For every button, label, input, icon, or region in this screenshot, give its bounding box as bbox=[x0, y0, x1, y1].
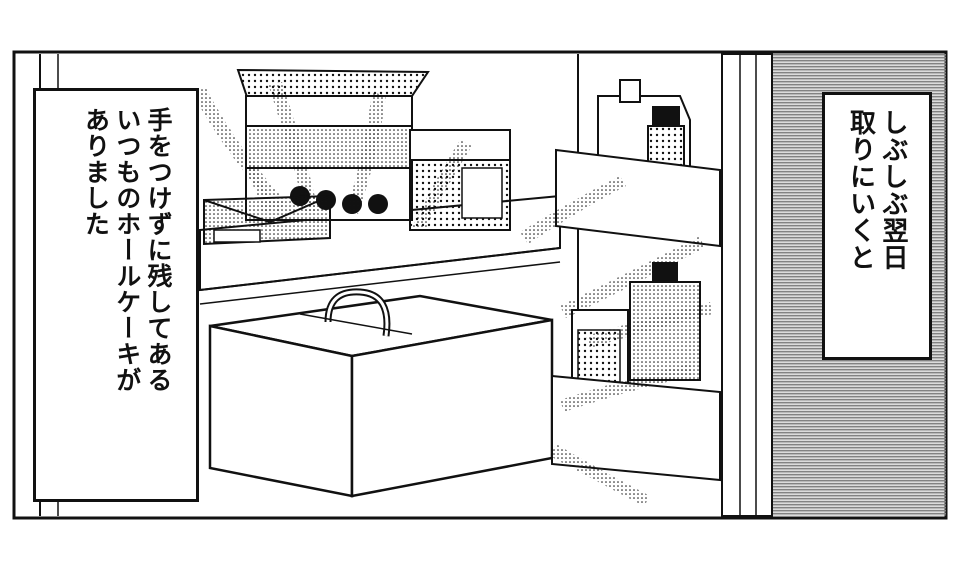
cold-air-effect bbox=[192, 82, 712, 506]
caption-left-line-3: ありました bbox=[81, 107, 111, 237]
caption-left: 手をつけずに残してある いつものホールケーキが ありました bbox=[33, 88, 199, 502]
door-pocket-upper bbox=[555, 79, 721, 248]
caption-right-line-2: 取りにいくと bbox=[845, 109, 876, 271]
caption-right-line-1: しぶしぶ翌日 bbox=[878, 109, 908, 271]
caption-right: しぶしぶ翌日 取りにいくと bbox=[822, 92, 932, 360]
caption-left-line-2: いつものホールケーキが bbox=[112, 107, 142, 393]
envelope bbox=[203, 194, 331, 246]
caption-left-line-1: 手をつけずに残してある bbox=[144, 107, 173, 393]
fridge-door bbox=[577, 53, 773, 517]
cake-box bbox=[208, 288, 554, 498]
